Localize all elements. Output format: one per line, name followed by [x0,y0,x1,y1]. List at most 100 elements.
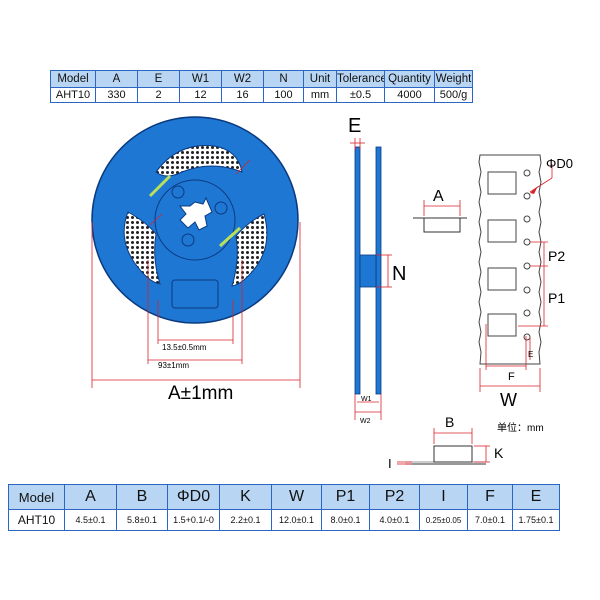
pocket-label-a: A [433,188,444,205]
value-a: 4.5±0.1 [64,509,117,531]
header-b: B [116,484,168,510]
tape-spec-table: Model A B ΦD0 K W P1 P2 I F E AHT10 4.5±… [8,484,560,531]
tape-segment [218,226,242,248]
flange-left [354,146,361,395]
header-i: I [419,484,468,510]
tape-label-e: E [528,350,533,359]
spindle-hole [179,196,213,231]
side-label-e: E [348,115,361,137]
value-d0: 1.5+0.1/-0 [167,509,220,531]
tape-pocket [487,267,517,291]
reel-front-view: 13.5±0.5mm 93±1mm A±1mm [91,116,301,404]
value-model: AHT10 [50,87,96,103]
value-p2: 4.0±0.1 [369,509,420,531]
sprocket-hole [523,238,531,246]
d0-arrowhead [530,186,538,194]
header-quantity: Quantity [384,70,435,88]
tape-label-d0: ΦD0 [546,156,573,171]
header-w: W [271,484,322,510]
tape-spec-value-row: AHT10 4.5±0.1 5.8±0.1 1.5+0.1/-0 2.2±0.1… [8,509,560,531]
value-p1: 8.0±0.1 [321,509,370,531]
side-label-w1: W1 [361,396,372,403]
header-w1: W1 [179,70,222,88]
sprocket-hole [523,192,531,200]
sprocket-hole [523,333,531,341]
dim-hub-label: 13.5±0.5mm [162,343,207,352]
value-weight: 500/g [434,87,473,103]
sprocket-hole [523,309,531,317]
reel-dimensions [91,159,301,388]
value-unit: mm [303,87,337,103]
header-model: Model [8,484,65,510]
reel-spec-table: Model A E W1 W2 N Unit Tolerance Quantit… [50,70,473,103]
tape-pocket [487,219,517,243]
value-i: 0.25±0.05 [419,509,468,531]
tape-dimensions [479,164,553,392]
component-label-i: I [388,456,392,471]
header-p2: P2 [369,484,420,510]
value-e: 1.75±0.1 [512,509,560,531]
sprocket-hole [523,286,531,294]
tape-label-f: F [508,371,515,383]
value-f: 7.0±0.1 [467,509,513,531]
value-tolerance: ±0.5 [336,87,385,103]
reel-label-slot [171,279,219,309]
hub-hole [214,201,228,215]
header-k: K [219,484,272,510]
value-model: AHT10 [8,509,65,531]
dim-93-label: 93±1mm [158,361,189,370]
header-tolerance: Tolerance [336,70,385,88]
hub-hole [171,185,185,199]
pocket-section: A [413,188,467,233]
tape-segment [148,174,172,198]
component-section: B K I [388,414,504,471]
tape-label-p1: P1 [548,290,565,306]
sprocket-hole [523,262,531,270]
value-w: 12.0±0.1 [271,509,322,531]
side-hub [359,254,377,288]
sprocket-holes [523,169,531,341]
reel-spec-value-row: AHT10 330 2 12 16 100 mm ±0.5 4000 500/g [50,87,473,103]
header-f: F [467,484,513,510]
reel-window-left [123,211,161,285]
component-body [433,445,473,463]
component-dimensions [397,428,490,465]
dim-a-label: A±1mm [168,383,233,404]
reel-window-top [155,145,243,177]
reel-side-view: E N W1 W2 [348,115,406,425]
value-b: 5.8±0.1 [116,509,168,531]
hub-hole [181,233,195,247]
header-w2: W2 [221,70,264,88]
reel-window-right [231,213,268,287]
tape-pocket [487,313,517,337]
tape-label-w: W [500,390,517,410]
header-d0: ΦD0 [167,484,220,510]
pocket-body [423,217,461,233]
header-p1: P1 [321,484,370,510]
unit-note: 单位：mm [497,421,544,434]
header-e: E [512,484,560,510]
pocket-dimensions [423,200,461,216]
tape-spec-header-row: Model A B ΦD0 K W P1 P2 I F E [8,484,560,510]
side-dimensions [350,138,392,420]
component-label-b: B [445,414,454,430]
tape-label-p2: P2 [548,248,565,264]
header-weight: Weight [434,70,473,88]
value-quantity: 4000 [384,87,435,103]
header-a: A [95,70,138,88]
side-label-w2: W2 [360,418,371,425]
side-label-n: N [392,263,406,285]
header-a: A [64,484,117,510]
carrier-tape: ΦD0 P2 P1 E F W [478,154,573,410]
value-a: 330 [95,87,138,103]
header-n: N [263,70,304,88]
value-k: 2.2±0.1 [219,509,272,531]
sprocket-hole [523,169,531,177]
reel-spec-header-row: Model A E W1 W2 N Unit Tolerance Quantit… [50,70,473,88]
sprocket-hole [523,215,531,223]
flange-right [375,146,382,395]
component-label-k: K [494,445,504,461]
header-model: Model [50,70,96,88]
tape-pocket [487,171,517,195]
